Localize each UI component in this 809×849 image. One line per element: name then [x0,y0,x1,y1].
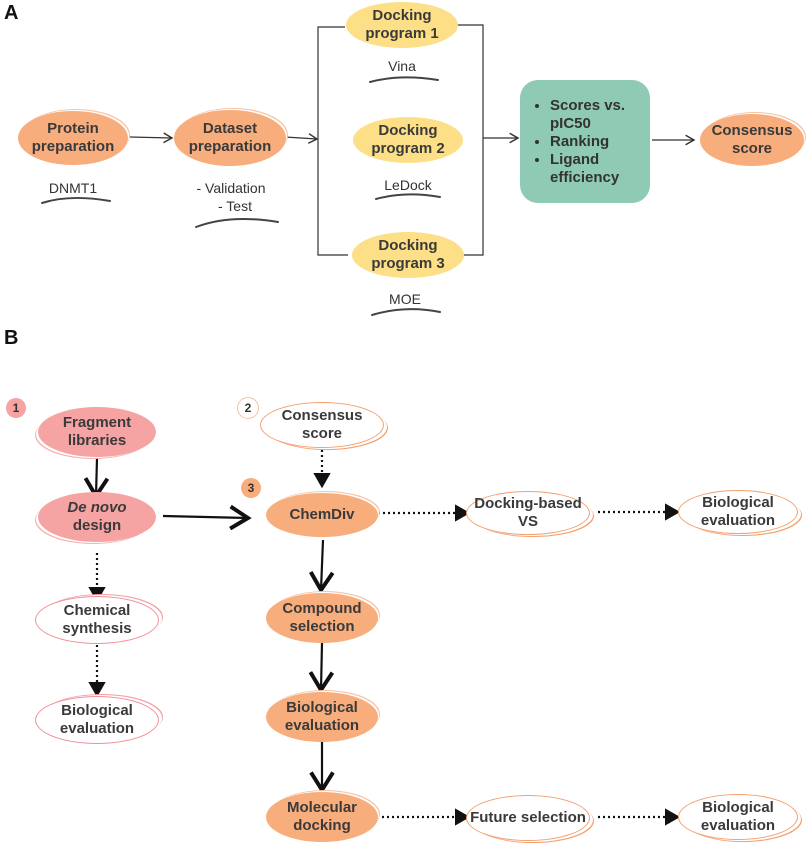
biological-evaluation-node-3: Biological evaluation [266,692,378,742]
chemical-synthesis-node: Chemical synthesis [35,596,159,644]
future-selection-node: Future selection [466,795,590,841]
panel-b-label: B [4,327,19,349]
compound-selection-node: Compound selection [266,593,378,643]
docking-program-2-node: Docking program 2 [353,117,463,163]
analysis-item: Ligand efficiency [550,151,650,187]
analysis-item: Scores vs. pIC50 [550,97,650,133]
arrow-fragment-denovo [83,457,110,500]
docking-program-1-node: Docking program 1 [346,2,458,48]
fragment-libraries-node: Fragment libraries [38,407,156,457]
route-1-badge: 1 [6,398,26,418]
biological-evaluation-node-vs: Biological evaluation [678,490,798,534]
arrow-dataset-docking [284,133,319,144]
biological-evaluation-node-1: Biological evaluation [35,696,159,744]
dataset-note-validation: - Validation [196,180,266,196]
squiggle-dataset [195,217,279,228]
design-label: design [72,517,122,534]
arrow-chemdiv-compound [308,539,335,594]
route-3-badge: 3 [241,478,261,498]
bracket-left [317,26,348,256]
consensus-score-node: Consensus score [700,114,804,166]
docking-program-3-node: Docking program 3 [352,232,464,278]
squiggle-vina [369,76,439,83]
analysis-box: Scores vs. pIC50 Ranking Ligand efficien… [520,80,650,203]
panel-a-label: A [4,2,19,24]
biological-evaluation-node-future: Biological evaluation [678,794,798,840]
docking-1-note: Vina [388,58,416,74]
bracket-right [455,24,484,256]
arrow-compound-bio [308,642,335,694]
docking-3-note: MOE [389,291,421,307]
squiggle-ledock [375,193,441,200]
squiggle-dnmt1 [41,196,111,204]
route-2-badge: 2 [237,397,259,419]
docking-2-note: LeDock [384,177,432,193]
protein-note: DNMT1 [48,180,98,196]
analysis-item: Ranking [550,133,650,151]
docking-based-vs-node: Docking-based VS [466,491,590,535]
chemdiv-node: ChemDiv [266,493,378,537]
squiggle-moe [371,308,441,316]
de-novo-design-node: De novo design [38,492,156,542]
consensus-score-node-b: Consensus score [260,402,384,448]
arrow-protein-dataset [129,132,174,144]
dataset-preparation-node: Dataset preparation [174,110,286,166]
de-novo-label: De novo [67,499,127,516]
dataset-note-test: - Test [218,198,252,214]
arrow-denovo-chemdiv [162,504,252,531]
protein-preparation-node: Protein preparation [18,111,128,165]
molecular-docking-node: Molecular docking [266,792,378,842]
